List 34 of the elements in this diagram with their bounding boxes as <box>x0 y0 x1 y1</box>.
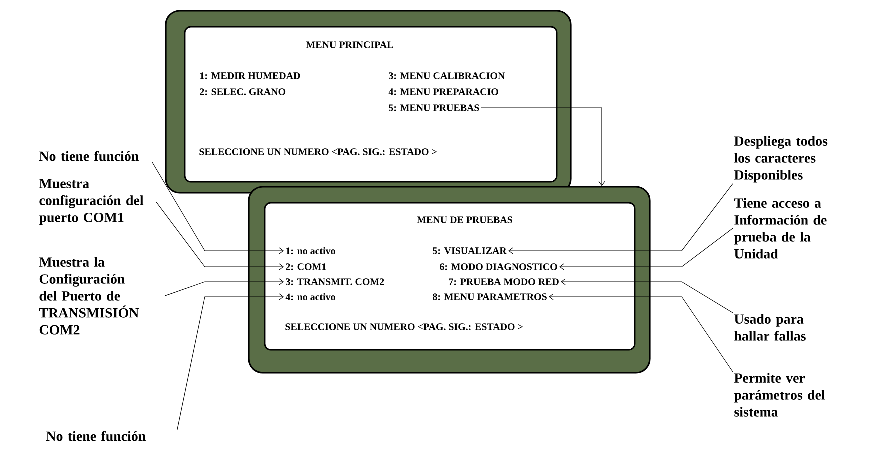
annotation-text: Usado para hallar fallas <box>734 314 806 341</box>
menu-option: 8: MENU PARAMETROS <box>433 294 547 300</box>
menu-title: MENU DE PRUEBAS <box>417 216 512 224</box>
menu-option: 6: MODO DIAGNOSTICO <box>440 264 558 270</box>
menu-option: 4: no activo <box>286 293 336 301</box>
menu-option: 2: SELEC. GRANO <box>200 88 286 96</box>
leader-arrow <box>508 184 734 254</box>
leader-arrow <box>156 202 284 270</box>
menu-title: MENU PRINCIPAL <box>306 42 394 48</box>
leader-arrow <box>177 294 284 430</box>
menu-option: 1: MEDIR HUMEDAD <box>200 72 300 80</box>
prompt-text: SELECCIONE UN NUMERO <PAG. SIG.: ESTADO > <box>286 324 523 330</box>
menu-option: 4: MENU PREPARACIO <box>388 88 498 96</box>
menu-option: 5: VISUALIZAR <box>433 248 507 254</box>
leader-arrow <box>561 278 734 314</box>
menu-option: 5: MENU PRUEBAS <box>389 104 480 112</box>
leader-arrow <box>152 162 284 254</box>
menu-option: 2: COM1 <box>286 264 326 270</box>
prompt-text: SELECCIONE UN NUMERO <PAG. SIG.: ESTADO > <box>200 148 437 156</box>
menu-option: 3: TRANSMIT. COM2 <box>286 278 384 286</box>
annotation-text: No tiene función <box>46 431 146 442</box>
annotation-text: No tiene función <box>39 151 139 162</box>
leader-arrow <box>549 294 734 372</box>
menu-option: 1: no activo <box>286 247 336 255</box>
annotation-text: Tiene acceso a Información de prueba de la Unidad <box>734 198 827 259</box>
annotation-text: Muestra la Configuración del Puerto de TRANSMISIÓN COM2 <box>39 257 139 335</box>
leader-arrow <box>560 228 734 270</box>
annotation-text: Permite ver parámetros del sistema <box>734 373 826 417</box>
annotation-text: Muestra configuración del puerto COM1 <box>39 179 144 226</box>
menu-option: 7: PRUEBA MODO RED <box>449 278 559 286</box>
leader-arrow <box>165 278 284 296</box>
arrow <box>481 108 606 186</box>
menu-option: 3: MENU CALIBRACION <box>389 72 506 80</box>
annotation-text: Despliega todos los caracteres Disponibles <box>734 136 828 183</box>
